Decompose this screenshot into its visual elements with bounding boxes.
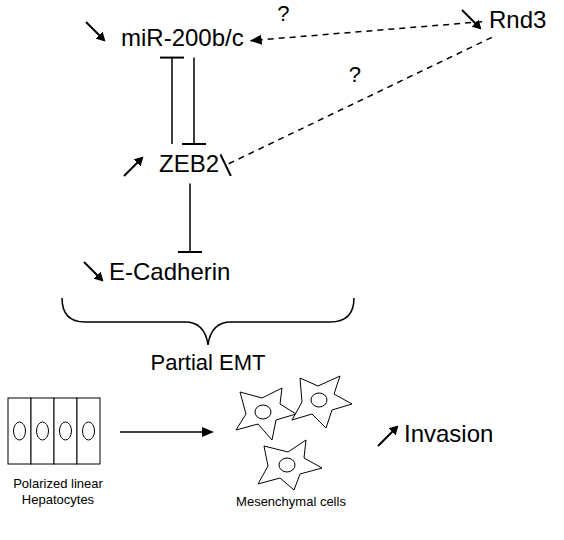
cell-caption: Polarized linear Hepatocytes xyxy=(0,476,116,507)
cell-nucleus xyxy=(60,422,72,440)
mesenchymal-cells xyxy=(236,376,352,490)
node-text: miR-200b/c xyxy=(121,24,244,51)
hepatocyte-cell xyxy=(54,398,77,464)
hepatocyte-cell xyxy=(77,398,100,464)
inhibition-line xyxy=(226,37,492,165)
outcome-label: Invasion xyxy=(404,420,560,449)
cell-nucleus xyxy=(37,422,49,440)
edge-label: ? xyxy=(275,2,291,26)
edge-label-text: ? xyxy=(349,62,361,87)
node-text: Rnd3 xyxy=(489,6,546,33)
inhibition-line xyxy=(171,58,173,144)
process-label: Partial EMT xyxy=(108,350,308,376)
label-text: Partial EMT xyxy=(151,350,266,375)
gene-label: miR-200b/c xyxy=(118,22,247,54)
trend-arrow-up xyxy=(124,158,142,176)
node-text: ZEB2 xyxy=(159,150,219,177)
inhibition-line xyxy=(193,58,195,144)
cell-outline xyxy=(258,440,322,490)
trend-arrow-down xyxy=(462,10,480,28)
edge-label-text: ? xyxy=(277,1,289,26)
edge-label: ? xyxy=(347,63,363,87)
gene-label: Rnd3 xyxy=(486,4,549,36)
hepatocyte-cell xyxy=(8,398,31,464)
trend-arrow-up xyxy=(378,427,397,446)
cell-nucleus xyxy=(279,458,295,472)
node-text: E-Cadherin xyxy=(109,258,230,285)
hepatocyte-row xyxy=(8,398,100,464)
inhibition-line xyxy=(189,184,191,252)
cell-nucleus xyxy=(83,422,95,440)
hepatocyte-cell xyxy=(31,398,54,464)
transition-arrow xyxy=(120,431,212,433)
label-text: Mesenchymal cells xyxy=(236,494,346,509)
trend-arrow-down xyxy=(84,262,102,280)
cell-outline xyxy=(236,388,296,440)
cell-nucleus xyxy=(255,405,271,419)
label-text: Polarized linear Hepatocytes xyxy=(13,476,103,507)
gene-label: ZEB2 xyxy=(156,148,222,180)
cell-outline xyxy=(292,376,352,428)
trend-arrow-down xyxy=(86,22,104,40)
curly-brace xyxy=(62,298,354,345)
cell-nucleus xyxy=(311,393,327,407)
cell-caption: Mesenchymal cells xyxy=(216,494,366,510)
label-text: Invasion xyxy=(404,420,493,447)
gene-label: E-Cadherin xyxy=(106,256,233,288)
cell-nucleus xyxy=(14,422,26,440)
